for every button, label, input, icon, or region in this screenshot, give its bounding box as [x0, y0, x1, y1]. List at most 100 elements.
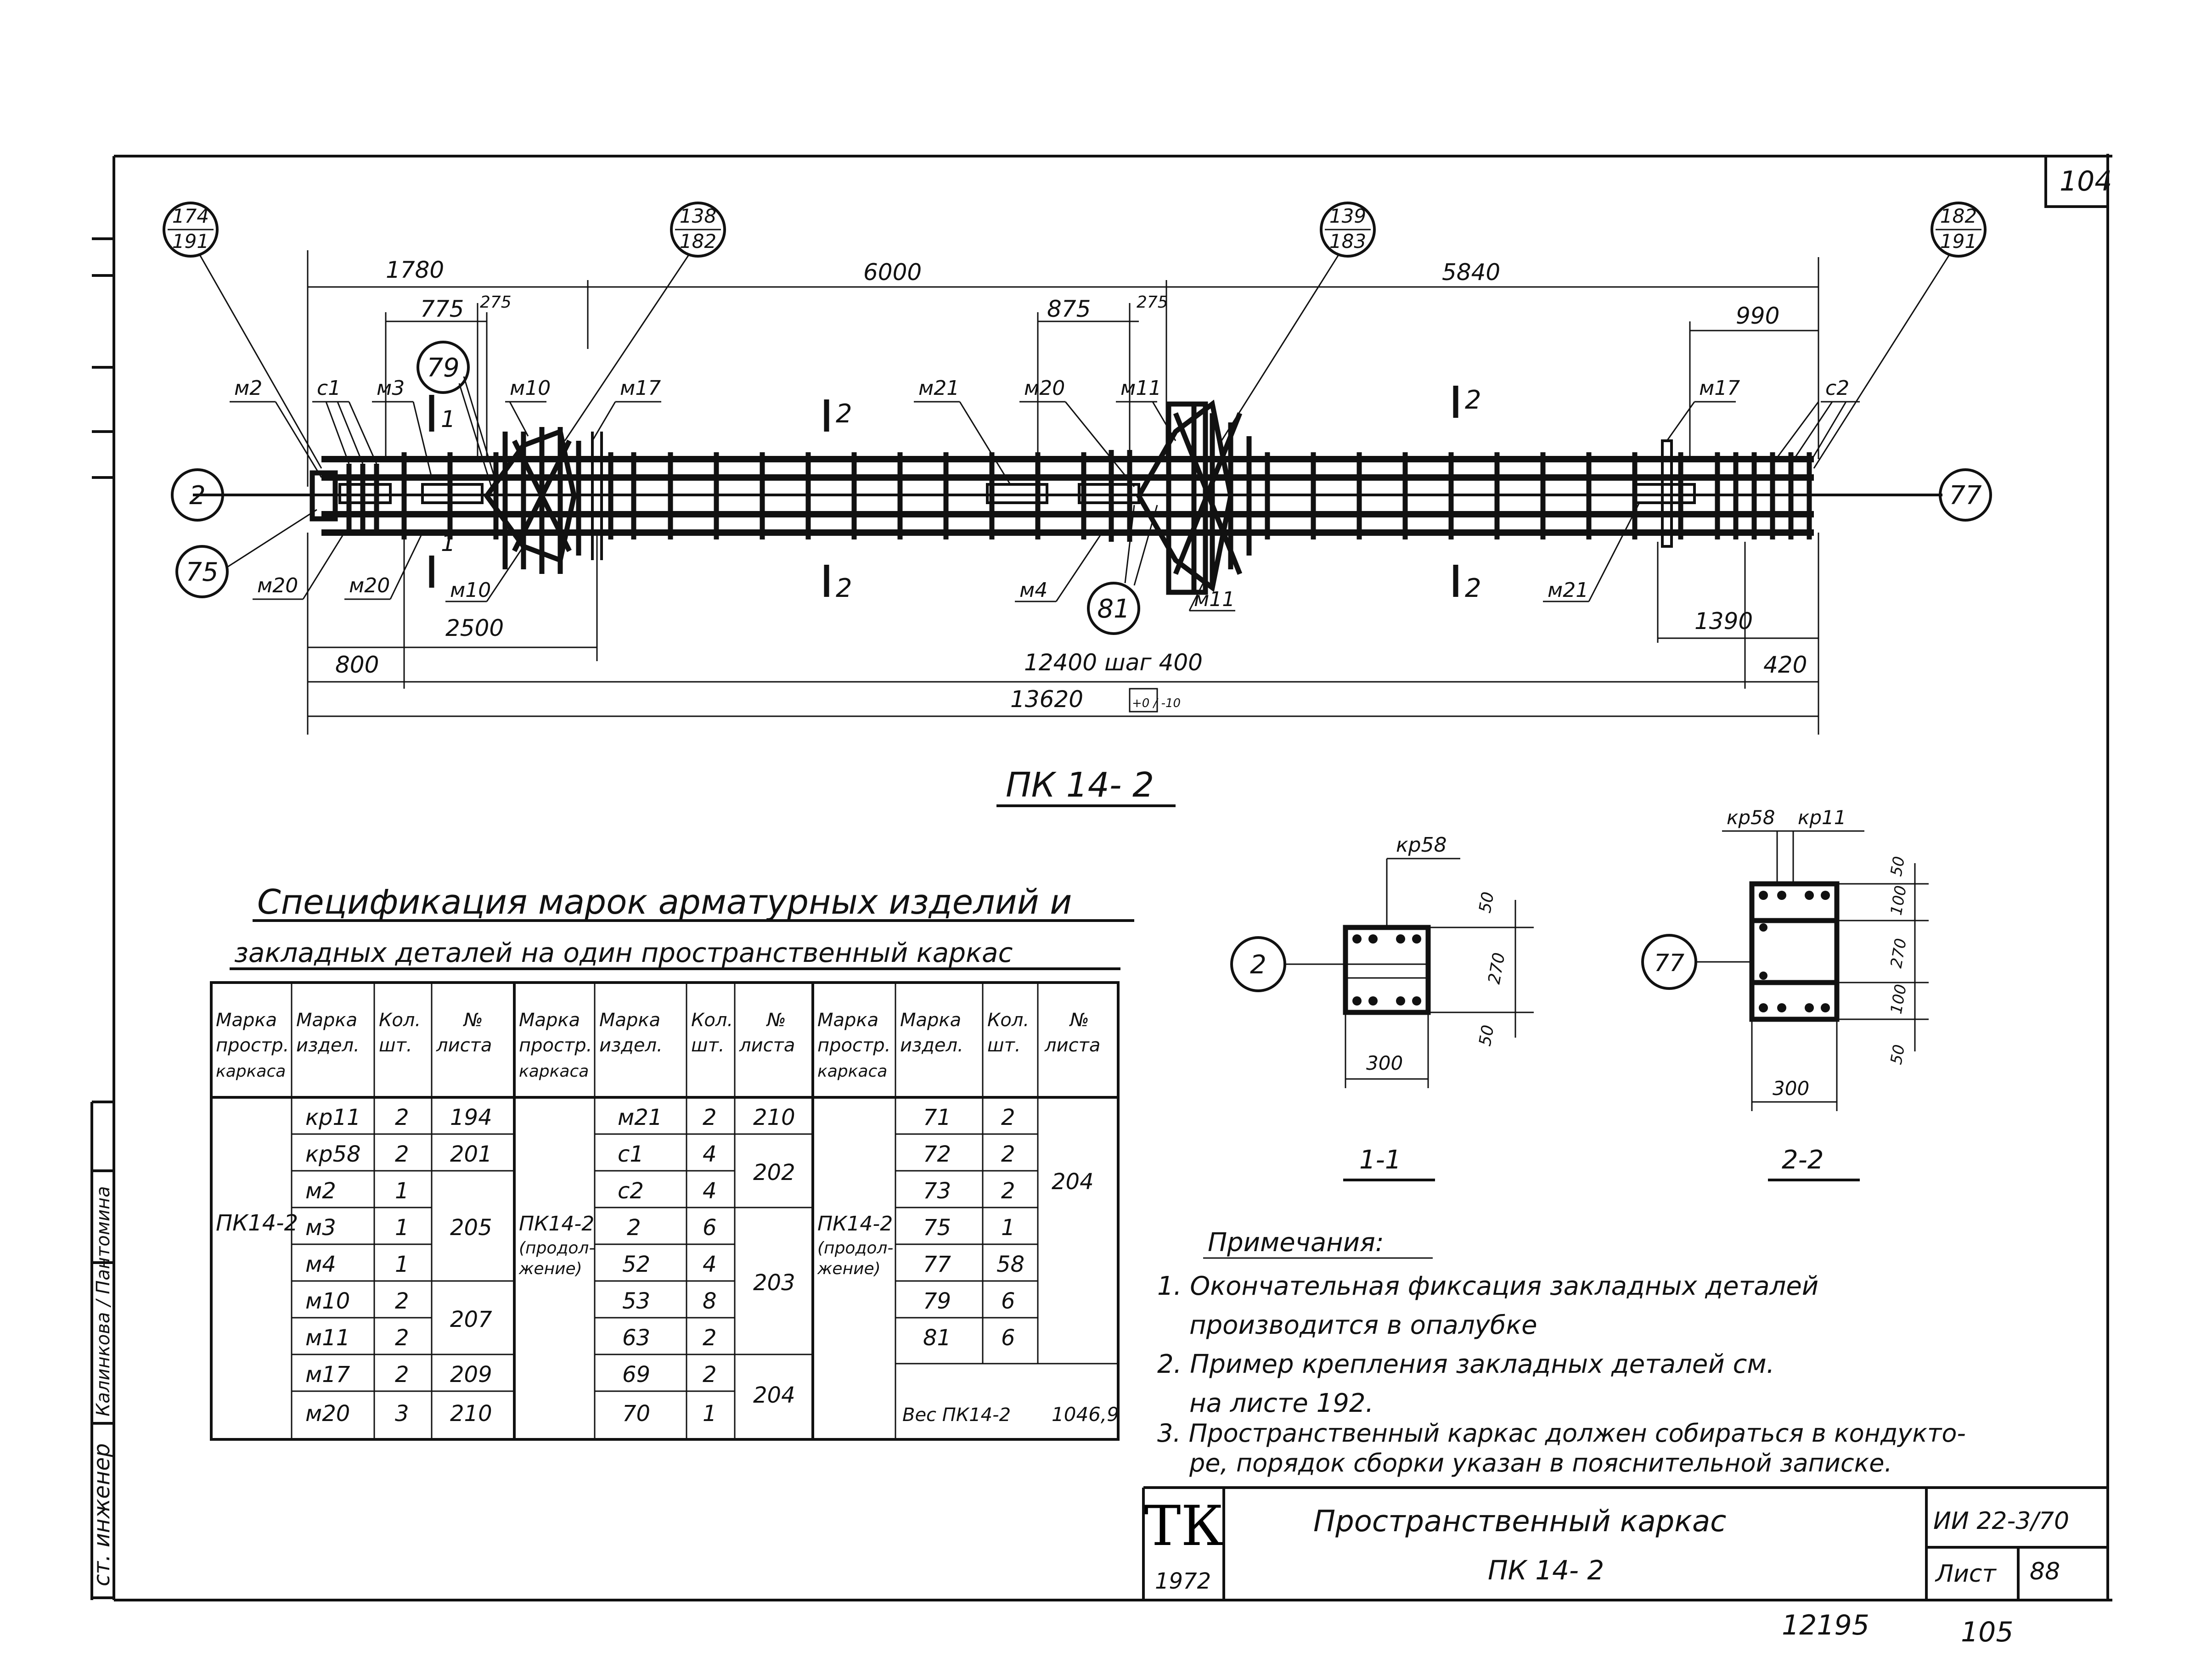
logo-tk: ТК	[1144, 1494, 1224, 1558]
hdr3-frame-c: каркаса	[817, 1062, 887, 1081]
table-cell: 210	[753, 1105, 795, 1130]
callout-3-bottom: 183	[1329, 230, 1366, 253]
spec-title-2: закладных деталей на один пространственн…	[234, 937, 1013, 968]
table-cell: 69	[622, 1362, 650, 1388]
marker-2: 2	[189, 481, 206, 511]
middle-diagonal-cage	[1109, 399, 1252, 595]
dim-800: 800	[335, 652, 379, 678]
table-cell: 204	[1052, 1169, 1094, 1195]
table-cell: 1	[395, 1215, 409, 1241]
marker-77: 77	[1949, 481, 1982, 511]
label-m21-top: м21	[918, 376, 959, 400]
table-cell: 2	[1001, 1105, 1015, 1130]
label-m11-bottom: м11	[1194, 588, 1235, 611]
table-cell: 1	[703, 1401, 717, 1427]
dim-420: 420	[1763, 652, 1807, 678]
hdr2-frame-c: каркаса	[519, 1062, 589, 1081]
table-cell: 4	[703, 1178, 717, 1204]
table-cell: 210	[450, 1401, 492, 1427]
hdr2-frame-b: простр.	[519, 1035, 592, 1056]
hdr-item-a: Марка	[296, 1010, 357, 1031]
stamp-title: Пространственный каркас	[1313, 1505, 1726, 1539]
g2-frame-2: (продол-	[519, 1239, 595, 1258]
bottom-dimensions: 2500 800 12400 шаг 400 420 1390 13620 +0…	[307, 533, 1819, 735]
s22-dim-5: 50	[1887, 1043, 1908, 1066]
label-m3: м3	[377, 376, 405, 400]
hdr-frame-a: Марка	[216, 1010, 277, 1031]
table-cell: 6	[703, 1215, 717, 1241]
spec-group-1: ПК14-2 кр11 2 кр58 2 м2 1 м3 1 м4 1 м10 …	[216, 1105, 492, 1427]
dim-275-right: 275	[1137, 293, 1168, 312]
hdr-qty-a: Кол.	[379, 1010, 421, 1031]
callout-2-bottom: 182	[680, 230, 716, 253]
table-cell: 1	[1001, 1215, 1015, 1241]
callout-1-top: 174	[172, 205, 209, 227]
s22-rebar-label-1: кр58	[1727, 806, 1775, 829]
table-cell: 6	[1001, 1288, 1015, 1314]
table-cell: 207	[450, 1307, 492, 1332]
table-cell: 4	[703, 1141, 717, 1167]
note-1a: 1. Окончательная фиксация закладных дета…	[1157, 1271, 1818, 1301]
hdr3-qty-a: Кол.	[987, 1010, 1029, 1031]
table-cell: м4	[305, 1252, 336, 1277]
callout-4-bottom: 191	[1940, 230, 1977, 253]
section-2-top-left: 2	[836, 399, 852, 429]
stirrups	[346, 452, 1812, 539]
table-cell: м2	[305, 1178, 336, 1204]
left-diagonal-cage	[484, 427, 603, 574]
note-1b: производится в опалубке	[1189, 1310, 1537, 1340]
s22-dim-3: 270	[1887, 937, 1910, 970]
table-cell: с1	[618, 1141, 644, 1167]
table-cell: 202	[753, 1160, 795, 1185]
table-cell: 8	[703, 1288, 717, 1314]
hdr-item-b: издел.	[296, 1035, 360, 1056]
stamp-series: ИИ 22-3/70	[1933, 1507, 2069, 1535]
s11-circle: 2	[1250, 950, 1266, 980]
hdr2-item-b: издел.	[599, 1035, 663, 1056]
table-cell: 201	[450, 1141, 492, 1167]
stamp-subtitle: ПК 14- 2	[1488, 1555, 1604, 1586]
s22-dim-2: 100	[1887, 884, 1910, 917]
note-2a: 2. Пример крепления закладных деталей см…	[1157, 1349, 1774, 1379]
table-cell: 2	[1001, 1178, 1015, 1204]
hdr-frame-c: каркаса	[216, 1062, 286, 1081]
table-cell: 2	[395, 1288, 409, 1314]
dim-tolerance: +0 / -10	[1132, 697, 1181, 710]
spec-header-group-1: Марка простр. каркаса Марка издел. Кол. …	[216, 1010, 492, 1081]
callout-1-bottom: 191	[172, 230, 209, 253]
hdr3-frame-b: простр.	[817, 1035, 890, 1056]
table-cell: 2	[627, 1215, 641, 1241]
label-m20-left: м20	[257, 574, 298, 597]
s11-dim-mid: 270	[1485, 951, 1508, 986]
hdr-qty-b: шт.	[379, 1035, 412, 1056]
notes: Примечания: 1. Окончательная фиксация за…	[1157, 1228, 1966, 1477]
table-cell: 2	[395, 1105, 409, 1130]
table-cell: 2	[703, 1362, 717, 1388]
s11-dim-width: 300	[1366, 1052, 1403, 1074]
table-cell: 70	[622, 1401, 650, 1427]
table-cell: 2	[395, 1141, 409, 1167]
dim-990: 990	[1736, 303, 1779, 329]
section-2-2: кр58 кр11 50 100 270 100 50 300 77 2-2	[1641, 806, 1929, 1181]
dim-275-left: 275	[480, 293, 512, 312]
table-cell: 205	[450, 1215, 492, 1241]
table-cell: 75	[923, 1215, 951, 1241]
g2-frame-1: ПК14-2	[519, 1212, 594, 1236]
table-cell: м10	[305, 1288, 350, 1314]
s22-circle: 77	[1654, 949, 1684, 977]
label-m20-top: м20	[1024, 376, 1065, 400]
g1-frame: ПК14-2	[216, 1210, 298, 1236]
table-cell: 79	[923, 1288, 951, 1314]
weight-label: Вес ПК14-2	[902, 1404, 1011, 1426]
title-stamp: ТК 1972 Пространственный каркас ПК 14- 2…	[1142, 1486, 2108, 1600]
label-m17-left: м17	[620, 376, 661, 400]
table-cell: 194	[450, 1105, 492, 1130]
label-m10-top: м10	[510, 376, 551, 400]
table-cell: 77	[923, 1252, 951, 1277]
label-c2: с2	[1825, 376, 1849, 400]
section-markers: 2 2 2 2 1 1	[429, 385, 1481, 603]
g3-frame-3: жение)	[817, 1259, 881, 1278]
table-cell: 81	[923, 1325, 951, 1351]
corner-sheet-number: 104	[2060, 165, 2112, 197]
